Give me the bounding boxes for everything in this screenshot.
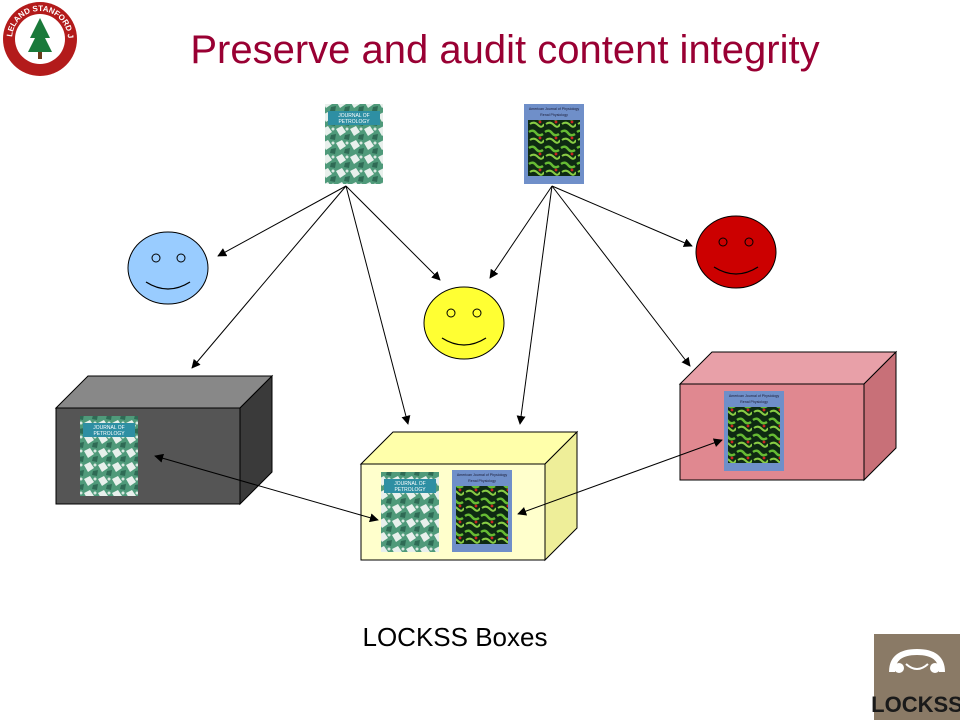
slide-title: Preserve and audit content integrity — [190, 28, 820, 72]
journal-physiology-in-yellow-box: American Journal of Physiology Renal Phy… — [452, 470, 512, 552]
svg-text:PETROLOGY: PETROLOGY — [93, 431, 125, 437]
arrow-petrology-to-yellow-face — [345, 185, 441, 281]
svg-text:Renal Physiology: Renal Physiology — [468, 479, 496, 483]
lockss-box-yellow: JOURNAL OF PETROLOGY American Journal of… — [359, 430, 579, 562]
lockss-logo: LOCKSS — [871, 634, 960, 720]
journal-petrology-in-yellow-box: JOURNAL OF PETROLOGY — [381, 472, 439, 552]
svg-text:JOURNAL OF: JOURNAL OF — [338, 113, 369, 119]
arrow-petrology-to-yellow-box — [345, 185, 411, 425]
journal-petrology-top: JOURNAL OF PETROLOGY — [325, 104, 383, 184]
arrow-petrology-to-dark-box — [191, 185, 347, 369]
lockss-logo-text: LOCKSS — [871, 692, 960, 717]
arrow-physiology-to-yellow-box — [516, 185, 553, 425]
arrow-physiology-to-red-face — [551, 185, 693, 247]
lockss-boxes-caption: LOCKSS Boxes — [362, 622, 548, 652]
audit-arrow-dark-yellow — [154, 453, 379, 523]
journal-physiology-top: American Journal of Physiology Renal Phy… — [524, 104, 584, 184]
red-smiley-face — [695, 215, 777, 289]
journal-petrology-in-dark-box: JOURNAL OF PETROLOGY — [80, 416, 138, 496]
arrow-petrology-to-blue-face — [217, 185, 347, 257]
svg-text:American Journal of Physiology: American Journal of Physiology — [457, 473, 508, 477]
svg-text:PETROLOGY: PETROLOGY — [338, 119, 370, 125]
lockss-box-dark: JOURNAL OF PETROLOGY — [54, 374, 274, 506]
journal-physiology-in-pink-box: American Journal of Physiology Renal Phy… — [724, 391, 784, 471]
lockss-box-pink: American Journal of Physiology Renal Phy… — [678, 350, 898, 482]
stanford-seal-logo: LELAND STANFORD JR. UNIVERSITY — [0, 0, 77, 76]
arrow-physiology-to-pink-box — [551, 185, 691, 367]
yellow-smiley-face — [423, 286, 505, 360]
svg-text:PETROLOGY: PETROLOGY — [394, 487, 426, 493]
svg-text:Renal Physiology: Renal Physiology — [540, 113, 568, 117]
svg-text:Renal Physiology: Renal Physiology — [740, 400, 768, 404]
svg-text:JOURNAL OF: JOURNAL OF — [93, 425, 124, 431]
arrow-physiology-to-yellow-face — [489, 185, 553, 279]
svg-text:JOURNAL OF: JOURNAL OF — [394, 481, 425, 487]
svg-text:American Journal of Physiology: American Journal of Physiology — [729, 394, 780, 398]
blue-smiley-face — [127, 231, 209, 305]
audit-arrow-yellow-pink — [517, 438, 723, 516]
svg-text:American Journal of Physiology: American Journal of Physiology — [529, 107, 580, 111]
